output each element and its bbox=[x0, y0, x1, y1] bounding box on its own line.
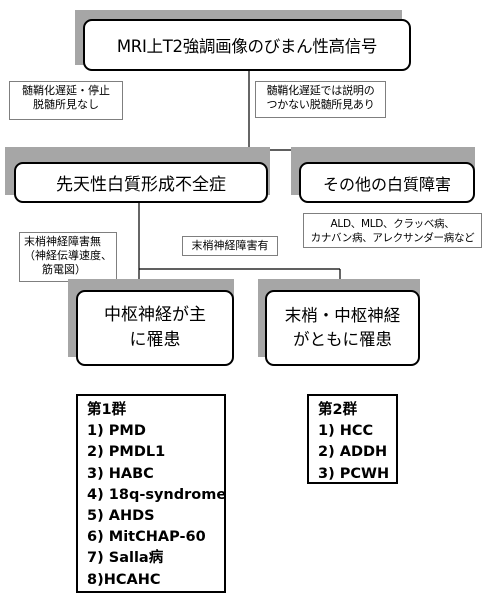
note-has-peripheral-label: 末梢神経障害有 bbox=[191, 239, 269, 252]
group2-title: 第2群 bbox=[318, 402, 358, 418]
note-no-peripheral-line3: 筋電図） bbox=[42, 263, 86, 276]
note-other-examples: ALD、MLD、クラッベ病、 カナバン病、アレクサンダー病など bbox=[303, 213, 482, 248]
note-delay-right-line2: つかない脱髄所見あり bbox=[266, 98, 375, 111]
central-node-line1: 中枢神経が主 bbox=[104, 305, 206, 325]
note-other-examples-line1: ALD、MLD、クラッベ病、 bbox=[330, 218, 455, 230]
note-no-peripheral-line2: （神経伝導速度、 bbox=[24, 249, 112, 262]
group1-item: 8)HCAHC bbox=[87, 571, 161, 588]
group1-item: 7) Salla病 bbox=[87, 550, 164, 567]
group2-item: 1) HCC bbox=[318, 423, 374, 440]
group1-title: 第1群 bbox=[87, 402, 127, 418]
group1-item: 5) AHDS bbox=[87, 508, 155, 525]
peripheral-node-line2: がともに罹患 bbox=[293, 330, 392, 349]
note-delay-left-line1: 髄鞘化遅延・停止 bbox=[22, 84, 110, 97]
peripheral-node-line1: 末梢・中枢神経 bbox=[284, 306, 401, 325]
central-node: 中枢神経が主 に罹患 bbox=[76, 290, 234, 366]
group2-item: 3) PCWH bbox=[318, 465, 390, 482]
note-delay-right: 髄鞘化遅延では説明の つかない脱髄所見あり bbox=[255, 81, 386, 118]
root-node-label: MRI上T2強調画像のびまん性高信号 bbox=[116, 37, 378, 56]
note-no-peripheral: 末梢神経障害無 （神経伝導速度、 筋電図） bbox=[19, 232, 117, 282]
group1-item: 2) PMDL1 bbox=[87, 444, 166, 461]
note-other-examples-line2: カナバン病、アレクサンダー病など bbox=[310, 232, 475, 244]
group1-item: 3) HABC bbox=[87, 465, 154, 482]
group1-item: 4) 18q-syndrome bbox=[87, 486, 227, 503]
central-node-line2: に罹患 bbox=[129, 330, 181, 350]
note-has-peripheral: 末梢神経障害有 bbox=[182, 236, 278, 256]
peripheral-node: 末梢・中枢神経 がともに罹患 bbox=[265, 290, 420, 366]
group1-item: 6) MitCHAP-60 bbox=[87, 529, 206, 546]
note-delay-left-line2: 脱髄所見なし bbox=[33, 98, 99, 111]
root-node: MRI上T2強調画像のびまん性高信号 bbox=[83, 19, 411, 71]
group2-item: 2) ADDH bbox=[318, 444, 388, 461]
other-node-label: その他の白質障害 bbox=[322, 174, 451, 194]
note-delay-right-line1: 髄鞘化遅延では説明の bbox=[266, 84, 375, 97]
other-node: その他の白質障害 bbox=[299, 162, 475, 203]
group1-list: 第1群 1) PMD 2) PMDL1 3) HABC 4) 18q-syndr… bbox=[76, 394, 226, 593]
congenital-node-label: 先天性白質形成不全症 bbox=[56, 175, 226, 195]
group2-list: 第2群 1) HCC 2) ADDH 3) PCWH bbox=[307, 394, 398, 484]
group1-item: 1) PMD bbox=[87, 423, 146, 440]
congenital-node: 先天性白質形成不全症 bbox=[14, 162, 268, 203]
note-delay-left: 髄鞘化遅延・停止 脱髄所見なし bbox=[9, 81, 123, 120]
note-no-peripheral-line1: 末梢神経障害無 bbox=[24, 235, 101, 248]
